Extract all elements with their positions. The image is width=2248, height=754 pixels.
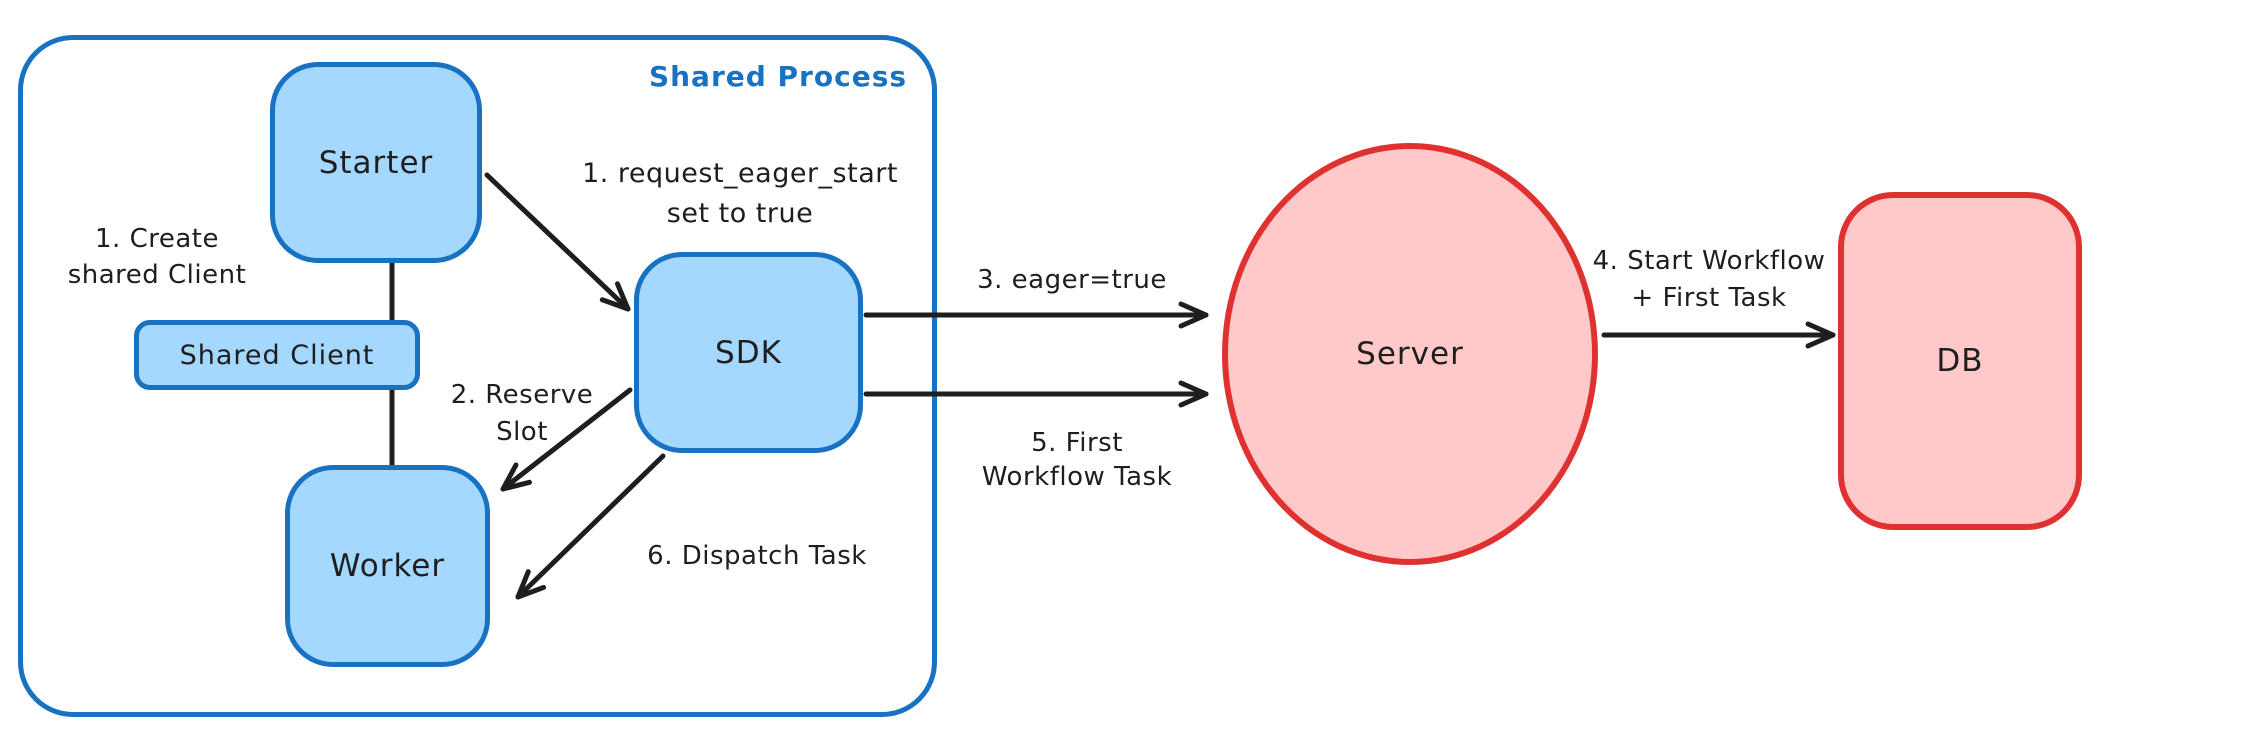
shared-process-label: Shared Process [648,60,908,93]
annotation-request-eager-start: 1. request_eager_start set to true [540,154,940,234]
annotation-line: set to true [666,198,814,229]
sdk-label: SDK [715,334,782,371]
annotation-dispatch-task: 6. Dispatch Task [607,538,907,574]
node-worker: Worker [285,465,490,667]
annotation-line: 4. Start Workflow [1592,246,1826,276]
arrow-request-eager-start [484,172,631,312]
annotation-line: shared Client [67,260,247,290]
annotation-eager-true: 3. eager=true [922,262,1222,298]
shared-client-label: Shared Client [179,339,375,371]
starter-label: Starter [318,144,434,181]
annotation-line: 6. Dispatch Task [647,541,867,571]
node-server: Server [1222,143,1598,565]
annotation-first-workflow-task: 5. First Workflow Task [917,426,1237,494]
annotation-line: 1. Create [95,224,219,254]
node-sdk: SDK [634,252,863,453]
annotation-line: 5. First [1031,428,1123,458]
db-label: DB [1936,343,1984,379]
annotation-line: Slot [496,417,548,447]
annotation-line: 3. eager=true [977,265,1167,295]
node-starter: Starter [270,62,482,263]
server-label: Server [1356,336,1464,372]
annotation-line: Workflow Task [981,462,1173,492]
annotation-line: 2. Reserve [450,380,594,410]
arrow-reserve-slot [500,387,633,492]
annotation-reserve-slot: 2. Reserve Slot [412,377,632,451]
shared-process-container [18,35,937,717]
annotation-line: 1. request_eager_start [582,158,898,189]
node-shared-client: Shared Client [134,320,420,390]
annotation-start-workflow: 4. Start Workflow + First Task [1549,243,1869,317]
node-db: DB [1838,192,2082,530]
worker-label: Worker [329,548,446,584]
annotation-line: + First Task [1631,283,1787,313]
arrow-dispatch-task [515,453,666,600]
annotation-create-shared-client: 1. Create shared Client [17,221,297,293]
